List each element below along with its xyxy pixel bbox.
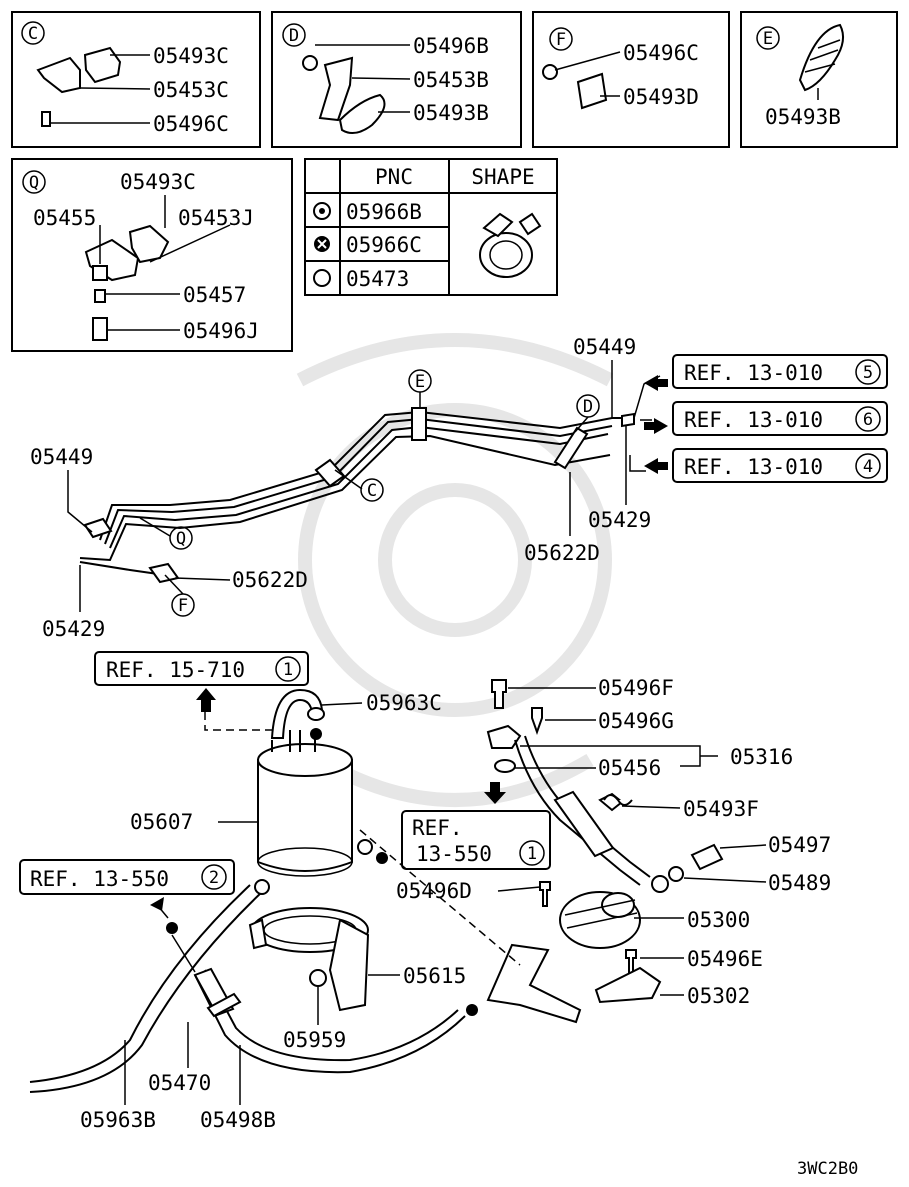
svg-text:05489: 05489: [768, 871, 831, 895]
svg-text:05455: 05455: [33, 206, 96, 230]
svg-text:E: E: [763, 29, 773, 49]
svg-text:13-550: 13-550: [416, 842, 492, 866]
svg-text:E: E: [415, 372, 425, 392]
svg-text:05496G: 05496G: [598, 709, 674, 733]
svg-text:REF. 13-010: REF. 13-010: [684, 408, 823, 432]
svg-text:05493C: 05493C: [153, 44, 229, 68]
svg-text:05457: 05457: [183, 283, 246, 307]
ref-15-710: REF. 15-710 1: [94, 651, 309, 731]
ref-13-550-2: REF. 13-550 2: [19, 859, 235, 919]
svg-text:D: D: [583, 397, 593, 417]
svg-text:05449: 05449: [573, 335, 636, 359]
svg-text:05496D: 05496D: [396, 879, 472, 903]
svg-text:Q: Q: [29, 173, 39, 193]
svg-text:05966B: 05966B: [346, 200, 422, 224]
svg-text:REF. 13-550: REF. 13-550: [30, 867, 169, 891]
svg-text:05496C: 05496C: [153, 112, 229, 136]
svg-text:05959: 05959: [283, 1028, 346, 1052]
svg-text:05316: 05316: [730, 745, 793, 769]
svg-text:C: C: [367, 481, 377, 501]
watermark-emblem: [296, 333, 614, 807]
ref-boxes-top: REF. 13-010 5 REF. 13-010 6 REF. 13-010 …: [644, 354, 888, 483]
svg-text:05456: 05456: [598, 756, 661, 780]
canister: 05963C 05607: [130, 688, 442, 877]
svg-text:05966C: 05966C: [346, 233, 422, 257]
svg-text:1: 1: [283, 660, 293, 680]
svg-text:05302: 05302: [687, 984, 750, 1008]
svg-text:05496C: 05496C: [623, 41, 699, 65]
svg-text:1: 1: [527, 844, 537, 864]
inset-c: C 05493C 05453C 05496C: [11, 11, 261, 148]
inset-f: F 05496C 05493D: [532, 11, 730, 148]
pump-assembly: 05496F 05496G 05456 05316 05493F 05497 0…: [357, 676, 831, 1024]
svg-text:05493B: 05493B: [413, 101, 489, 125]
svg-text:05496J: 05496J: [183, 319, 259, 343]
svg-text:F: F: [178, 596, 188, 616]
svg-text:05607: 05607: [130, 810, 193, 834]
svg-text:D: D: [289, 26, 299, 46]
svg-text:05429: 05429: [42, 617, 105, 641]
svg-text:05473: 05473: [346, 267, 409, 291]
hoses: 05470 05963B 05498B: [29, 879, 478, 1132]
svg-text:05615: 05615: [403, 964, 466, 988]
svg-text:05453C: 05453C: [153, 78, 229, 102]
svg-text:6: 6: [863, 410, 873, 430]
svg-text:05453J: 05453J: [178, 206, 254, 230]
svg-text:05496B: 05496B: [413, 34, 489, 58]
svg-text:4: 4: [863, 457, 873, 477]
svg-text:05496F: 05496F: [598, 676, 674, 700]
svg-text:05300: 05300: [687, 908, 750, 932]
inset-e: E 05493B: [740, 11, 898, 148]
svg-text:05453B: 05453B: [413, 68, 489, 92]
clamp-05493f: [603, 794, 633, 806]
canister-bracket: 05615 05959: [248, 907, 466, 1052]
inset-d: D 05496B 05453B 05493B: [271, 11, 522, 148]
svg-text:05496E: 05496E: [687, 947, 763, 971]
svg-text:05497: 05497: [768, 833, 831, 857]
svg-text:05449: 05449: [30, 445, 93, 469]
svg-text:05622D: 05622D: [524, 541, 600, 565]
svg-text:C: C: [28, 24, 38, 44]
pnc-table: PNC SHAPE 05966B 05966C 05473: [304, 158, 558, 296]
svg-text:REF.: REF.: [412, 816, 463, 840]
svg-text:2: 2: [209, 868, 219, 888]
svg-text:REF. 13-010: REF. 13-010: [684, 361, 823, 385]
inset-q: Q 05493C 05455 05453J 05457 05496J: [11, 158, 293, 352]
diagram-code: 3WC2B0: [797, 1159, 858, 1179]
svg-text:PNC: PNC: [375, 165, 413, 189]
svg-text:Q: Q: [176, 529, 186, 549]
svg-text:05963C: 05963C: [366, 691, 442, 715]
svg-text:05493D: 05493D: [623, 85, 699, 109]
ref-13-550-1: REF. 13-550 1: [401, 782, 551, 870]
line-letter-callouts: E D C Q F: [139, 369, 600, 617]
svg-text:5: 5: [863, 363, 873, 383]
svg-text:REF. 15-710: REF. 15-710: [106, 658, 245, 682]
svg-text:05470: 05470: [148, 1071, 211, 1095]
svg-text:05493F: 05493F: [683, 797, 759, 821]
svg-text:05493C: 05493C: [120, 170, 196, 194]
svg-text:F: F: [556, 30, 566, 50]
line-part-labels: 05449 05449 05429 05622D 05429 05622D: [30, 335, 651, 641]
svg-text:05498B: 05498B: [200, 1108, 276, 1132]
svg-text:REF. 13-010: REF. 13-010: [684, 455, 823, 479]
svg-text:05963B: 05963B: [80, 1108, 156, 1132]
svg-text:05622D: 05622D: [232, 568, 308, 592]
svg-text:SHAPE: SHAPE: [471, 165, 534, 189]
svg-text:05493B: 05493B: [765, 105, 841, 129]
svg-text:05429: 05429: [588, 508, 651, 532]
